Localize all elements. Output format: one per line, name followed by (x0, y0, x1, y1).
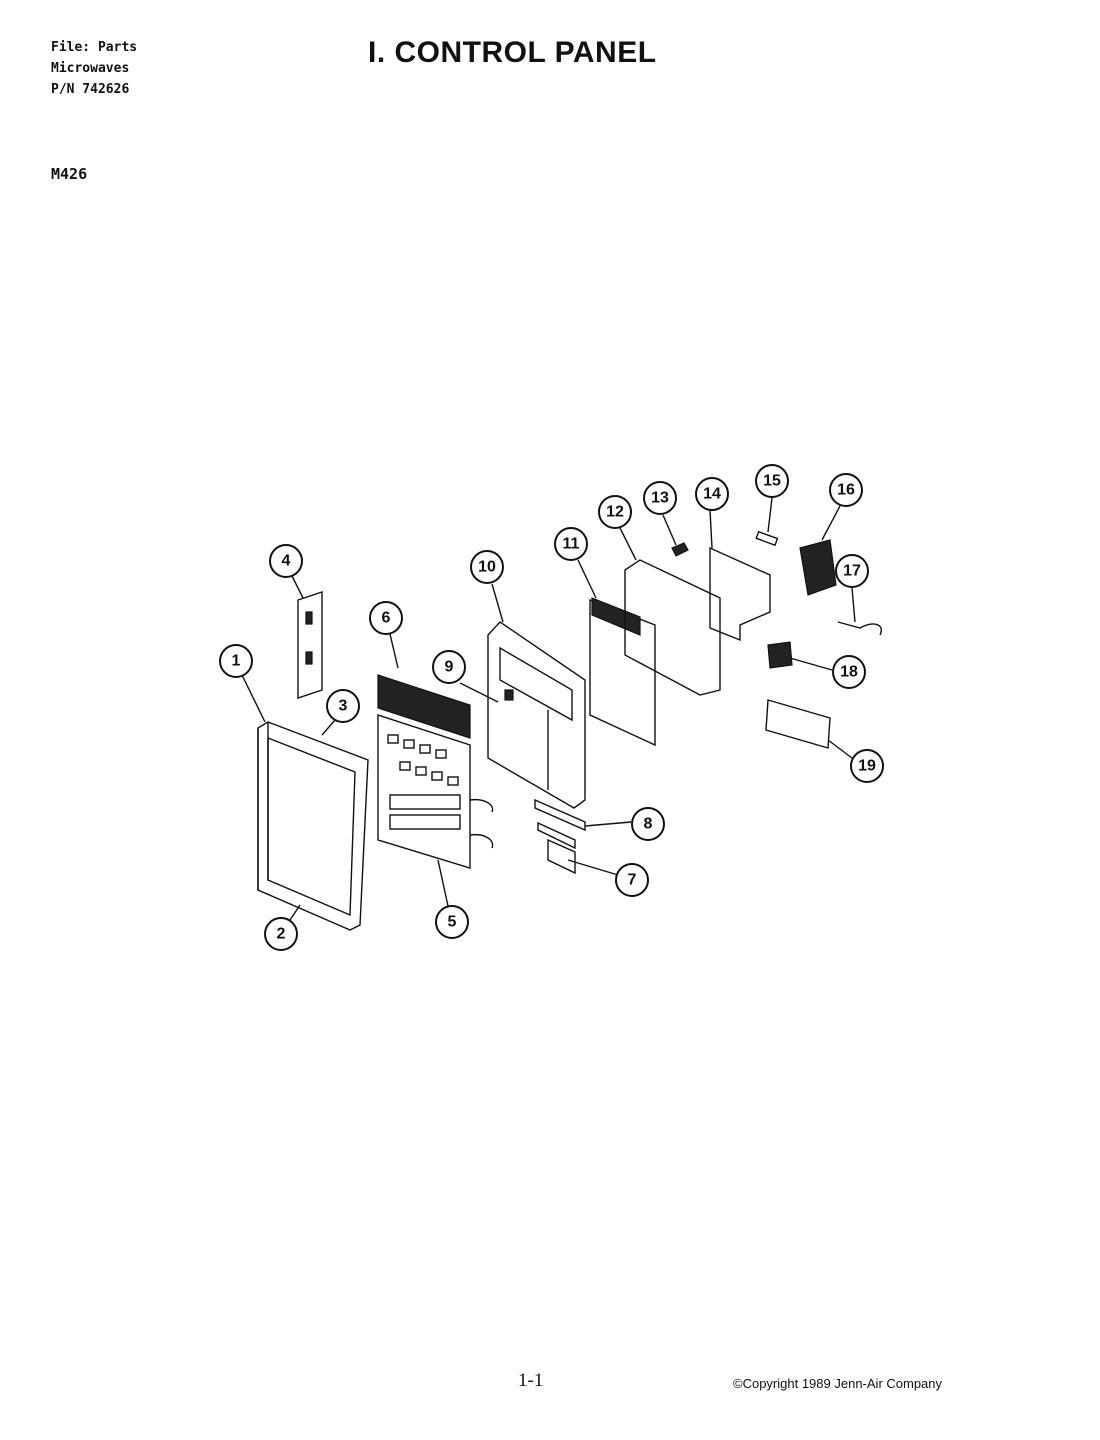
fuse-part (755, 530, 779, 547)
svg-text:5: 5 (448, 914, 457, 931)
svg-text:2: 2 (277, 926, 286, 943)
display-window-part (377, 674, 471, 739)
small-bracket-parts (534, 798, 586, 875)
svg-text:18: 18 (840, 664, 858, 681)
bezel-frame-part (257, 721, 369, 931)
svg-text:6: 6 (382, 610, 391, 627)
callout-10: 10 (470, 550, 504, 584)
callout-9: 9 (432, 650, 466, 684)
category-line: Microwaves (51, 61, 130, 76)
svg-text:14: 14 (703, 486, 721, 503)
svg-text:19: 19 (858, 758, 876, 775)
svg-text:8: 8 (644, 816, 653, 833)
callout-16: 16 (829, 473, 863, 507)
switch-part (767, 641, 793, 669)
callout-7: 7 (615, 863, 649, 897)
part-number-line: P/N 742626 (51, 82, 130, 97)
connector-part (799, 539, 837, 596)
pc-board-part (589, 597, 656, 747)
keypad-membrane-part (377, 714, 494, 869)
file-info-block: File: Parts Microwaves P/N 742626 (51, 37, 137, 100)
callout-2: 2 (264, 917, 298, 951)
svg-text:7: 7 (628, 872, 637, 889)
svg-text:10: 10 (478, 559, 496, 576)
svg-text:1: 1 (232, 653, 241, 670)
panel-chassis-part (487, 621, 586, 809)
callout-11: 11 (554, 527, 588, 561)
shield-plate-parts (624, 546, 771, 696)
svg-text:13: 13 (651, 490, 669, 507)
model-code: M426 (51, 165, 88, 183)
file-line: File: Parts (51, 40, 138, 55)
svg-text:11: 11 (563, 536, 580, 553)
svg-text:16: 16 (837, 482, 855, 499)
callout-4: 4 (269, 544, 303, 578)
svg-text:3: 3 (339, 698, 348, 715)
callout-18: 18 (832, 655, 866, 689)
cord-part (837, 621, 882, 636)
callout-12: 12 (598, 495, 632, 529)
copyright-notice: ©Copyright 1989 Jenn-Air Company (733, 1376, 943, 1391)
svg-text:12: 12 (606, 504, 624, 521)
mounting-bracket-part (297, 591, 323, 699)
callout-5: 5 (435, 905, 469, 939)
callout-1: 1 (219, 644, 253, 678)
callout-19: 19 (850, 749, 884, 783)
callout-13: 13 (643, 481, 677, 515)
callout-6: 6 (369, 601, 403, 635)
svg-text:17: 17 (843, 563, 861, 580)
page-number: 1-1 (518, 1370, 544, 1391)
leader-lines (241, 497, 856, 921)
page-title: I. CONTROL PANEL (368, 36, 657, 69)
callout-17: 17 (835, 554, 869, 588)
svg-text:4: 4 (282, 553, 291, 570)
svg-text:9: 9 (445, 659, 454, 676)
cover-plate-part (765, 699, 831, 749)
callout-14: 14 (695, 477, 729, 511)
callout-8: 8 (631, 807, 665, 841)
callout-15: 15 (755, 464, 789, 498)
callout-3: 3 (326, 689, 360, 723)
svg-text:15: 15 (763, 473, 781, 490)
clip-part (671, 542, 689, 557)
